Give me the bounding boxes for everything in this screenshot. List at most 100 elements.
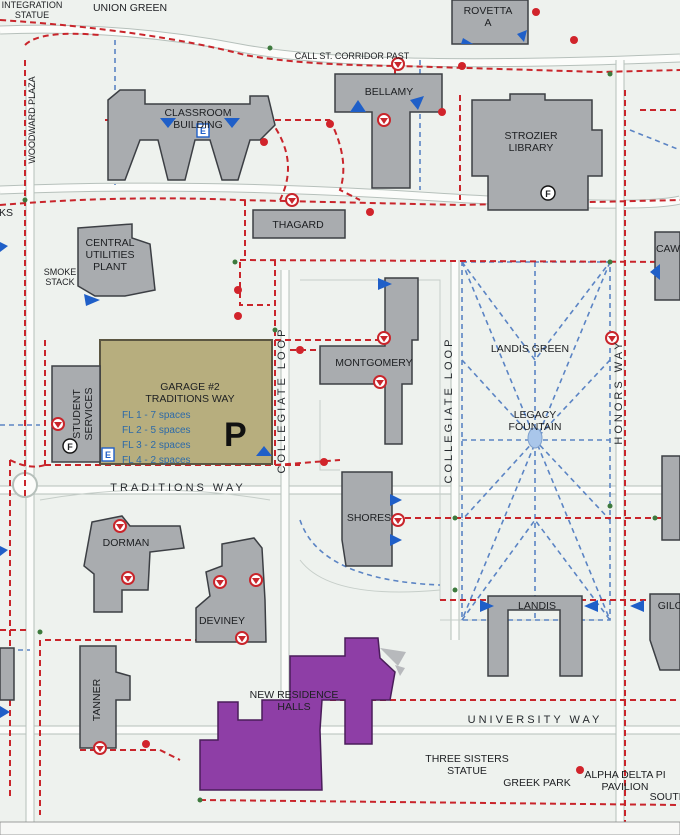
accessible-route xyxy=(0,19,680,835)
label-dorman: DORMAN xyxy=(103,537,150,549)
entrance-marker xyxy=(256,446,272,456)
drop-off-marker xyxy=(93,741,107,755)
entrance-marker xyxy=(517,30,527,42)
label-student-services: STUDENTSERVICES xyxy=(71,388,95,441)
parking-dot xyxy=(142,740,150,748)
building-right-partial[interactable] xyxy=(661,455,680,541)
building-deviney[interactable] xyxy=(195,537,267,643)
building-left-partial[interactable] xyxy=(0,647,15,701)
label-landis-green: LANDIS GREEN xyxy=(491,343,569,355)
street-honors-way: HONORS WAY xyxy=(613,339,625,444)
label-call-st-corridor: CALL ST. CORRIDOR PAST xyxy=(295,51,410,61)
garage-floor-4: FL 4 - 2 spaces xyxy=(122,455,191,466)
drop-off-markers xyxy=(51,57,619,755)
parking-symbol: P xyxy=(224,416,247,454)
entrance-marker xyxy=(0,706,10,718)
drop-off-marker xyxy=(285,193,299,207)
drop-off-marker xyxy=(235,631,249,645)
parking-dot xyxy=(234,286,242,294)
drop-off-marker xyxy=(249,573,263,587)
entrance-marker xyxy=(584,600,598,612)
label-landis: LANDIS xyxy=(518,600,556,612)
parking-dot xyxy=(438,108,446,116)
entrance-marker xyxy=(390,534,402,546)
label-cawthon: CAW xyxy=(656,243,680,255)
svg-text:F: F xyxy=(545,189,551,199)
parking-dot xyxy=(234,312,242,320)
legend-strip xyxy=(0,821,680,835)
elevator-marker: E xyxy=(101,447,115,462)
building-shores[interactable] xyxy=(341,471,393,567)
label-deviney: DEVINEY xyxy=(199,615,245,627)
entrance-marker xyxy=(461,38,473,44)
building-dorman[interactable] xyxy=(83,515,185,613)
parking-dot xyxy=(366,208,374,216)
label-ks: KS xyxy=(0,207,13,219)
parking-dot xyxy=(326,120,334,128)
parking-dot xyxy=(296,346,304,354)
building-rovetta[interactable] xyxy=(451,0,529,45)
building-gilchrist[interactable] xyxy=(649,593,680,671)
drop-off-marker xyxy=(377,331,391,345)
roads xyxy=(0,24,680,835)
drop-off-marker xyxy=(51,417,65,431)
label-woodward-plaza: WOODWARD PLAZA xyxy=(27,76,37,163)
parking-dot xyxy=(260,138,268,146)
building-thagard[interactable] xyxy=(252,209,346,239)
building-strozier-library[interactable] xyxy=(471,93,603,211)
label-thagard: THAGARD xyxy=(272,219,324,231)
svg-text:E: E xyxy=(200,126,206,136)
street-traditions-way: TRADITIONS WAY xyxy=(110,482,246,494)
entrance-marker xyxy=(390,494,402,506)
entrance-marker xyxy=(84,294,100,306)
path-nodes xyxy=(22,45,658,803)
parking-dot xyxy=(532,8,540,16)
label-shores: SHORES xyxy=(347,512,391,524)
entrance-marker xyxy=(480,600,494,612)
building-tanner[interactable] xyxy=(79,645,131,749)
legacy-fountain-pool xyxy=(527,427,543,449)
garage-floor-1: FL 1 - 7 spaces xyxy=(122,410,191,421)
label-gilchrist: GILC xyxy=(658,600,680,612)
buildings xyxy=(0,0,680,791)
building-central-utilities-plant[interactable] xyxy=(77,223,156,297)
entrance-marker xyxy=(630,600,644,612)
building-student-services[interactable] xyxy=(51,365,101,463)
family-restroom-marker: F xyxy=(62,438,78,454)
entrance-marker xyxy=(650,264,660,280)
drop-off-marker xyxy=(605,331,619,345)
label-union-green: UNION GREEN xyxy=(93,2,167,14)
svg-text:F: F xyxy=(67,442,73,452)
building-classroom[interactable] xyxy=(107,89,276,181)
accessible-parking-dots xyxy=(142,8,584,774)
entrance-marker xyxy=(378,278,392,290)
building-montgomery[interactable] xyxy=(319,277,419,445)
building-new-residence-halls[interactable] xyxy=(199,637,396,791)
garage-floor-2: FL 2 - 5 spaces xyxy=(122,425,191,436)
drop-off-marker xyxy=(391,513,405,527)
label-greek-park: GREEK PARK xyxy=(503,777,571,789)
svg-text:E: E xyxy=(105,450,111,460)
street-collegiate-loop-west: COLLEGIATE LOOP xyxy=(276,327,288,474)
building-cawthon[interactable] xyxy=(654,231,680,301)
accessible-entrances xyxy=(0,30,660,718)
label-bellamy: BELLAMY xyxy=(365,86,413,98)
label-tanner: TANNER xyxy=(91,678,103,721)
street-labels: TRADITIONS WAY COLLEGIATE LOOP COLLEGIAT… xyxy=(110,327,625,726)
building-landis[interactable] xyxy=(487,595,583,677)
parking-dot xyxy=(320,458,328,466)
street-collegiate-loop-east: COLLEGIATE LOOP xyxy=(443,337,455,484)
